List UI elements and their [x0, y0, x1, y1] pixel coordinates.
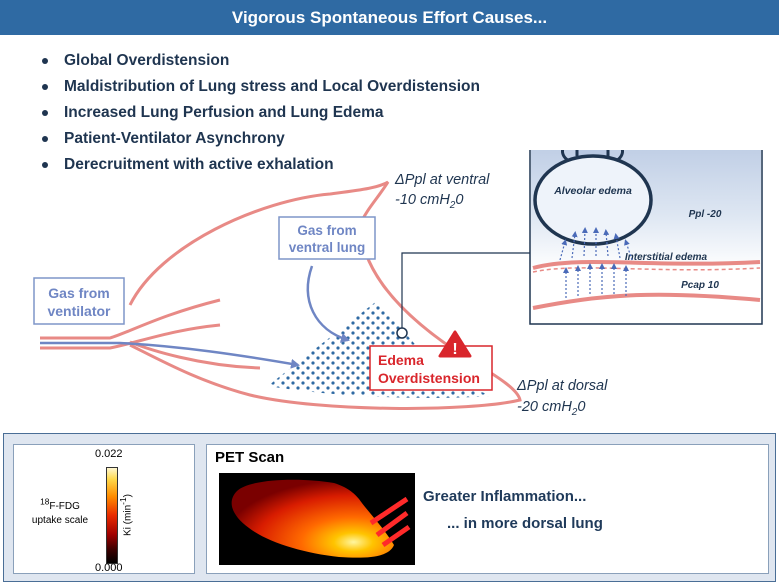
gas-ventilator-line1: Gas from [48, 285, 109, 301]
warning-symbol: ! [452, 341, 457, 358]
pet-finding-line2: ... in more dorsal lung [447, 515, 603, 532]
inset-connector [396, 252, 530, 339]
pet-image [219, 473, 415, 565]
dorsal-pressure-line1: ΔPpl at dorsal [516, 378, 608, 394]
ventral-pressure-line1: ΔPpl at ventral [394, 172, 490, 188]
dorsal-subscript: 2 [571, 407, 578, 418]
ventral-pressure: ΔPpl at ventral -10 cmH20 [394, 172, 490, 211]
edema-label: Edema [378, 352, 424, 368]
ventral-arrow [306, 265, 350, 343]
gas-ventilator-box: Gas from ventilator [33, 277, 125, 325]
interstitial-edema-label: Interstitial edema [625, 252, 708, 263]
ki-tail: ) [122, 494, 134, 498]
warning-icon: ! [438, 330, 472, 358]
edema-box: Edema Overdistension [369, 345, 493, 391]
gas-ventral-box: Gas from ventral lung [278, 216, 376, 260]
bullet-item: Patient-Ventilator Asynchrony [38, 128, 480, 154]
ki-axis-label: Ki (min-1) [118, 494, 133, 536]
dorsal-tail: 0 [577, 399, 585, 415]
bullet-item: Derecruitment with active exhalation [38, 154, 480, 180]
scale-min: 0.000 [95, 562, 123, 574]
svg-text:-10 cmH20: -10 cmH20 [395, 192, 463, 211]
page-header: Vigorous Spontaneous Effort Causes... [0, 0, 779, 35]
tracer-name: F-FDG [49, 501, 80, 513]
scale-max: 0.022 [95, 448, 123, 460]
color-gradient-bar [106, 467, 118, 564]
ventral-subscript: 2 [449, 200, 456, 211]
lung-diagram: Gas from ventilator Gas from ventral lun… [33, 150, 763, 418]
header-title: Vigorous Spontaneous Effort Causes... [231, 7, 548, 27]
pcap-label: Pcap 10 [681, 280, 719, 291]
alveolar-edema-label: Alveolar edema [553, 185, 632, 197]
overdistension-label: Overdistension [378, 370, 480, 386]
pet-finding-line1: Greater Inflammation... [423, 488, 587, 505]
dorsal-pressure: ΔPpl at dorsal -20 cmH20 [516, 378, 608, 418]
ventral-tail: 0 [455, 192, 463, 208]
tracer-superscript: 18 [40, 497, 50, 507]
uptake-scale-label: uptake scale [31, 515, 89, 527]
pet-scan-box: PET Scan Greater Inflammation... ... in [206, 444, 769, 574]
bullet-item: Maldistribution of Lung stress and Local… [38, 76, 480, 102]
color-scale-box: 18F-FDG uptake scale 0.022 0.000 Ki (min… [13, 444, 195, 574]
gas-ventilator-line2: ventilator [47, 303, 111, 319]
airway-line [40, 341, 300, 369]
pet-title: PET Scan [215, 449, 285, 466]
bullet-list: Global Overdistension Maldistribution of… [38, 50, 480, 180]
ki-text: Ki (min [122, 504, 134, 536]
ppl-label: Ppl -20 [689, 209, 722, 220]
ki-superscript: -1 [118, 497, 128, 505]
gas-ventral-line1: Gas from [297, 223, 356, 238]
alveolus-inset: Alveolar edema Ppl -20 Interstitial edem… [529, 150, 763, 325]
bullet-item: Increased Lung Perfusion and Lung Edema [38, 102, 480, 128]
bullet-item: Global Overdistension [38, 50, 480, 76]
pet-panel: 18F-FDG uptake scale 0.022 0.000 Ki (min… [3, 433, 776, 582]
tracer-label: 18F-FDG uptake scale [18, 495, 102, 528]
svg-text:-20 cmH20: -20 cmH20 [517, 399, 585, 418]
gas-ventral-line2: ventral lung [289, 240, 366, 255]
dorsal-pressure-line2: -20 cmH [517, 399, 572, 415]
ventral-pressure-line2: -10 cmH [395, 192, 450, 208]
